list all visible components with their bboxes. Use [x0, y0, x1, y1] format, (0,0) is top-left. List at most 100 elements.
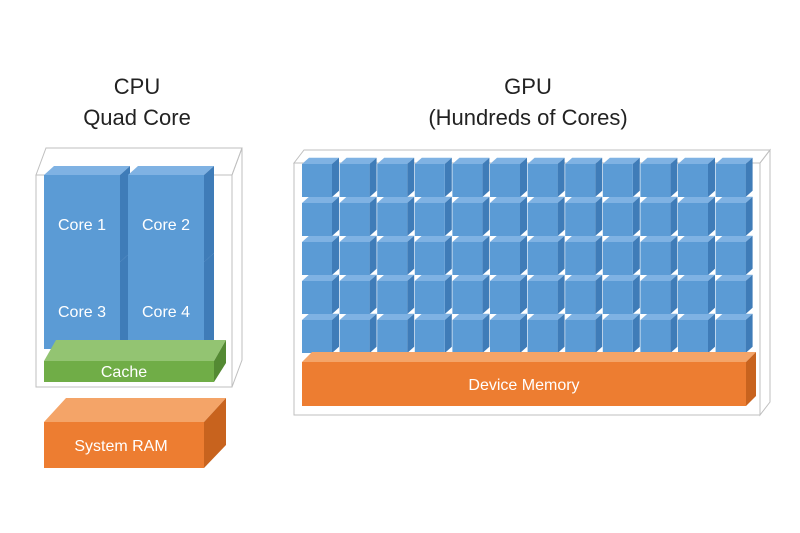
gpu-core — [452, 235, 490, 275]
gpu-core-top-face — [452, 235, 490, 242]
system-ram-front-face — [44, 422, 204, 468]
gpu-core-side-face — [595, 196, 603, 236]
gpu-core-top-face — [377, 235, 415, 242]
gpu-core-top-face — [527, 235, 565, 242]
system-ram-top-face — [44, 398, 226, 422]
gpu-core-side-face — [708, 313, 715, 353]
gpu-core-top-face — [302, 235, 339, 242]
gpu-core-top-face — [452, 313, 490, 320]
gpu-core-front-face — [302, 281, 332, 314]
gpu-core-top-face — [565, 313, 603, 320]
gpu-core-side-face — [520, 157, 527, 197]
gpu-core — [414, 274, 452, 314]
gpu-core-front-face — [414, 164, 445, 197]
gpu-core-front-face — [490, 164, 520, 197]
gpu-core — [678, 196, 715, 236]
cpu-core-4-label: Core 4 — [142, 304, 190, 321]
gpu-core-side-face — [708, 157, 715, 197]
gpu-core-side-face — [444, 196, 452, 236]
gpu-core-top-face — [339, 313, 377, 320]
cpu-core-1: Core 1 — [44, 166, 130, 262]
gpu-core-side-face — [670, 274, 678, 314]
gpu-core — [565, 313, 603, 353]
gpu-core-top-face — [640, 235, 678, 242]
gpu-core — [490, 313, 527, 353]
gpu-core-side-face — [482, 235, 490, 275]
gpu-core-side-face — [745, 196, 753, 236]
gpu-core-side-face — [520, 235, 527, 275]
gpu-core — [302, 313, 339, 353]
gpu-core — [490, 157, 527, 197]
gpu-core — [452, 313, 490, 353]
gpu-core — [339, 157, 377, 197]
device-memory-label: Device Memory — [468, 377, 579, 394]
gpu-core-top-face — [377, 313, 415, 320]
gpu-core-front-face — [490, 203, 520, 236]
cpu-core-4: Core 4 — [128, 253, 214, 349]
gpu-core-front-face — [377, 164, 408, 197]
cpu-core-2-top-face — [128, 166, 214, 175]
cpu-subtitle: Quad Core — [83, 105, 191, 130]
gpu-core-front-face — [527, 242, 558, 275]
gpu-core-front-face — [302, 203, 332, 236]
device-memory-side-face — [746, 352, 756, 406]
gpu-core-front-face — [490, 242, 520, 275]
gpu-core-side-face — [595, 313, 603, 353]
gpu-core-front-face — [490, 320, 520, 353]
gpu-core-side-face — [745, 235, 753, 275]
gpu-core — [339, 196, 377, 236]
gpu-core-front-face — [565, 242, 596, 275]
gpu-core-front-face — [715, 281, 746, 314]
gpu-core-top-face — [678, 313, 715, 320]
gpu-core-top-face — [527, 313, 565, 320]
gpu-core-top-face — [565, 196, 603, 203]
gpu-core-front-face — [640, 281, 671, 314]
system-ram-block: System RAM — [44, 398, 226, 468]
gpu-core-front-face — [565, 320, 596, 353]
gpu-core-front-face — [339, 242, 370, 275]
gpu-core — [377, 157, 415, 197]
gpu-core-top-face — [678, 274, 715, 281]
cpu-title: CPU — [114, 74, 160, 99]
gpu-subtitle: (Hundreds of Cores) — [428, 105, 627, 130]
gpu-core-front-face — [565, 281, 596, 314]
gpu-core-top-face — [377, 196, 415, 203]
gpu-core-front-face — [414, 203, 445, 236]
cache-front-face — [44, 361, 214, 382]
gpu-core-front-face — [377, 242, 408, 275]
gpu-core-front-face — [527, 203, 558, 236]
gpu-core-side-face — [595, 235, 603, 275]
gpu-core-side-face — [520, 313, 527, 353]
gpu-core-side-face — [369, 157, 377, 197]
gpu-core-front-face — [527, 320, 558, 353]
gpu-core-top-face — [490, 157, 527, 164]
gpu-core — [490, 235, 527, 275]
cpu-core-2-front-face — [128, 175, 204, 262]
gpu-core-front-face — [678, 320, 708, 353]
system-ram-label: System RAM — [74, 438, 167, 455]
gpu-core-side-face — [632, 235, 640, 275]
cpu-core-1-side-face — [120, 166, 130, 262]
gpu-core-front-face — [715, 320, 746, 353]
gpu-core-side-face — [670, 313, 678, 353]
gpu-core-top-face — [414, 235, 452, 242]
gpu-core — [715, 274, 753, 314]
gpu-core-front-face — [602, 281, 633, 314]
gpu-core — [490, 196, 527, 236]
cpu-core-4-side-face — [204, 253, 214, 349]
gpu-core-side-face — [708, 196, 715, 236]
gpu-core-top-face — [490, 235, 527, 242]
gpu-cores — [302, 157, 753, 353]
gpu-core-front-face — [377, 203, 408, 236]
gpu-core-front-face — [640, 203, 671, 236]
gpu-core — [565, 196, 603, 236]
gpu-core-top-face — [452, 274, 490, 281]
gpu-core-top-face — [678, 196, 715, 203]
gpu-core-top-face — [527, 274, 565, 281]
gpu-core — [640, 235, 678, 275]
gpu-core — [339, 235, 377, 275]
gpu-core-top-face — [302, 157, 339, 164]
gpu-core-front-face — [602, 320, 633, 353]
cpu-core-3-front-face — [44, 262, 120, 349]
